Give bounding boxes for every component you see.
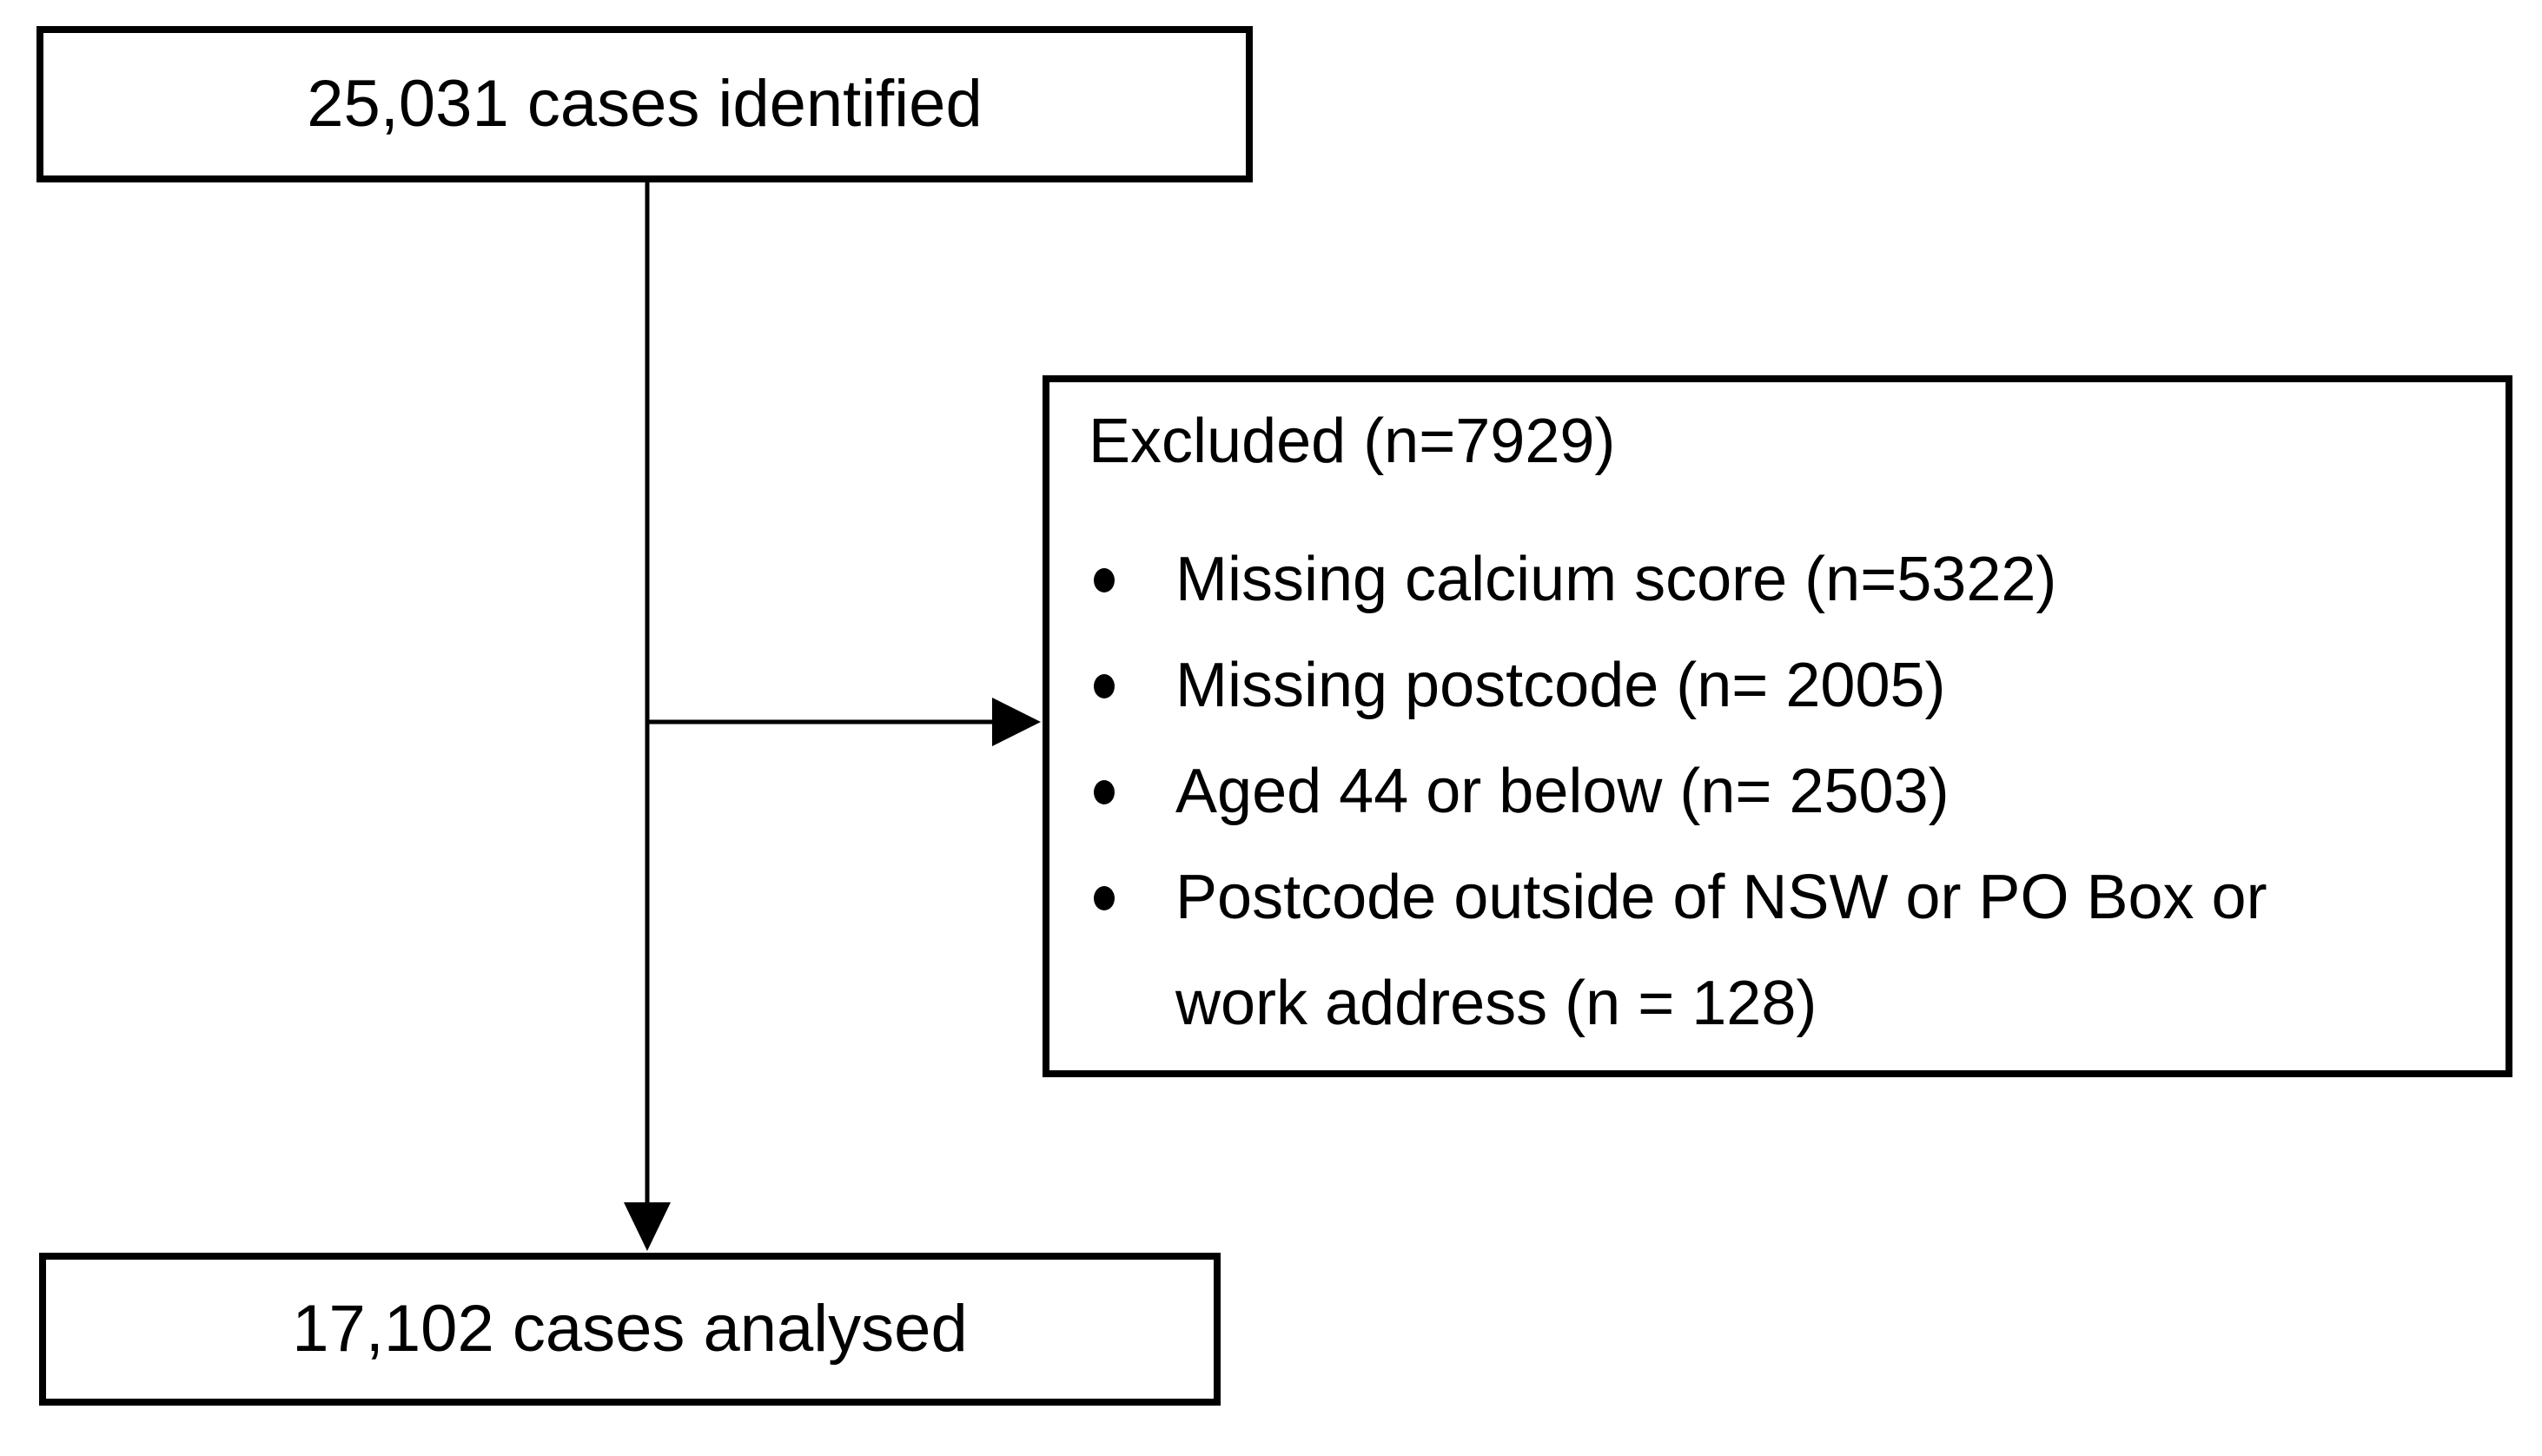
node-cases-analysed: 17,102 cases analysed: [39, 1253, 1221, 1406]
down-arrowhead-icon: [624, 1202, 671, 1251]
excluded-reasons-list: Missing calcium score (n=5322) Missing p…: [1089, 526, 2357, 1056]
connector-identified-to-excluded: [647, 698, 1041, 746]
cases-identified-label: 25,031 cases identified: [307, 67, 983, 142]
right-arrowhead-icon: [992, 698, 1041, 746]
excluded-heading: Excluded (n=7929): [1089, 407, 1616, 476]
excluded-item-missing-postcode: Missing postcode (n= 2005): [1089, 632, 2357, 738]
excluded-item-postcode-outside-nsw: Postcode outside of NSW or PO Box or wor…: [1089, 844, 2357, 1056]
excluded-item-missing-calcium-score: Missing calcium score (n=5322): [1089, 526, 2357, 632]
cases-analysed-label: 17,102 cases analysed: [292, 1292, 968, 1367]
node-cases-identified: 25,031 cases identified: [36, 26, 1253, 182]
excluded-item-aged-44-or-below: Aged 44 or below (n= 2503): [1089, 738, 2357, 844]
connector-identified-to-analysed: [624, 182, 671, 1251]
node-excluded: Excluded (n=7929) Missing calcium score …: [1043, 375, 2512, 1077]
